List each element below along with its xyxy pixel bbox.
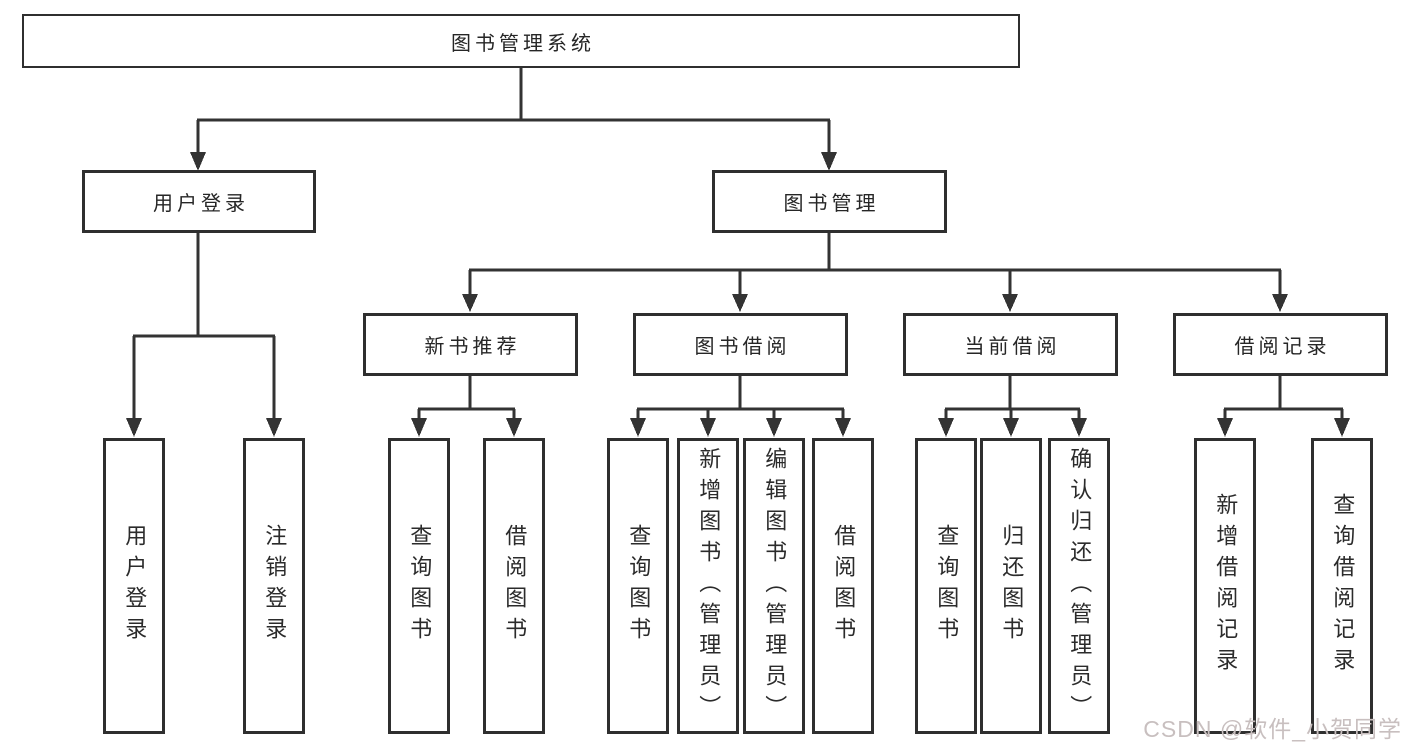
node-label: 图书管理系统 — [451, 32, 595, 55]
node-label: 借阅记录 — [1234, 336, 1331, 358]
connector-current-borrowing-children — [938, 376, 1087, 437]
leaf-query-borrow-record: 查询借阅记录 — [1311, 438, 1373, 734]
connector-book-management-children — [462, 233, 1288, 312]
leaf-borrow-books: 借阅图书 — [812, 438, 874, 734]
leaf-logout: 注销登录 — [243, 438, 305, 734]
connector-new-book-children — [411, 376, 522, 437]
node-book-management: 图书管理 — [712, 170, 947, 233]
leaf-add-book-admin: 新增图书（管理员） — [677, 438, 739, 734]
node-label: 查询借阅记录 — [1330, 493, 1356, 679]
node-borrowing-records: 借阅记录 — [1173, 313, 1388, 376]
leaf-user-login: 用户登录 — [103, 438, 165, 734]
node-label: 借阅图书 — [831, 524, 857, 648]
node-label: 新书推荐 — [424, 336, 521, 358]
leaf-confirm-return-admin: 确认归还（管理员） — [1048, 438, 1110, 734]
node-label: 用户登录 — [122, 524, 148, 648]
leaf-query-books: 查询图书 — [388, 438, 450, 734]
node-label: 新增图书（管理员） — [696, 446, 722, 726]
node-label: 确认归还（管理员） — [1067, 446, 1093, 726]
node-book-borrowing: 图书借阅 — [633, 313, 848, 376]
node-label: 借阅图书 — [502, 524, 528, 648]
connector-borrowing-records-children — [1217, 376, 1350, 437]
watermark: CSDN @软件_小贺同学 — [1143, 716, 1402, 742]
leaf-add-borrow-record: 新增借阅记录 — [1194, 438, 1256, 734]
leaf-return-book: 归还图书 — [980, 438, 1042, 734]
node-label: 编辑图书（管理员） — [762, 446, 788, 726]
node-label: 查询图书 — [626, 524, 652, 648]
node-new-book-recommend: 新书推荐 — [363, 313, 578, 376]
leaf-query-books: 查询图书 — [607, 438, 669, 734]
node-label: 图书管理 — [783, 193, 880, 215]
leaf-borrow-books: 借阅图书 — [483, 438, 545, 734]
node-label: 当前借阅 — [964, 336, 1061, 358]
node-label: 新增借阅记录 — [1213, 493, 1239, 679]
connector-user-login-children — [126, 233, 282, 437]
leaf-query-books: 查询图书 — [915, 438, 977, 734]
node-label: 图书借阅 — [694, 336, 791, 358]
node-label: 用户登录 — [153, 193, 249, 215]
connector-root-to-level2 — [190, 68, 837, 171]
node-library-management-system: 图书管理系统 — [22, 14, 1020, 68]
node-user-login: 用户登录 — [82, 170, 316, 233]
node-label: 注销登录 — [262, 524, 288, 648]
node-label: 查询图书 — [934, 524, 960, 648]
node-current-borrowing: 当前借阅 — [903, 313, 1118, 376]
leaf-edit-book-admin: 编辑图书（管理员） — [743, 438, 805, 734]
connector-book-borrowing-children — [630, 376, 851, 437]
node-label: 归还图书 — [999, 524, 1025, 648]
node-label: 查询图书 — [407, 524, 433, 648]
